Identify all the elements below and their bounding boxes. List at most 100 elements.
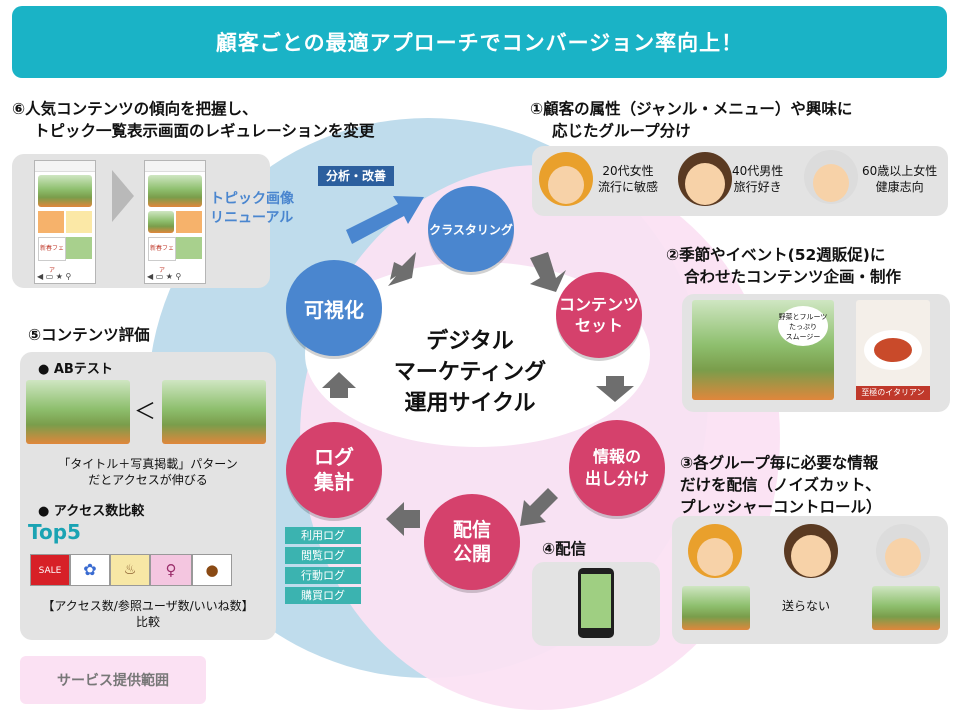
section1-heading-line2: 応じたグループ分け [552, 122, 691, 140]
node-content-set-label-1: コンテンツ [558, 295, 639, 314]
access-caption: 【アクセス数/参照ユーザ数/いいね数】 比較 [26, 598, 270, 630]
persona-woman-60s-text: 60歳以上女性 健康志向 [862, 163, 937, 195]
persona-man-40s-avatar [678, 152, 732, 206]
persona-woman-60s-avatar [804, 150, 858, 204]
persona3-line1: 60歳以上女性 [862, 164, 938, 178]
ab-caption-line1: 「タイトル＋写真掲載」パターン [58, 457, 238, 471]
persona-man-40s-text: 40代男性 旅行好き [732, 163, 783, 195]
node-content-set[interactable]: コンテンツセット [556, 272, 642, 358]
ab-caption: 「タイトル＋写真掲載」パターン だとアクセスが伸びる [26, 456, 270, 488]
arrow-distribution-to-log [386, 502, 420, 536]
arrow-clustering-to-content [530, 252, 566, 292]
node-info-split[interactable]: 情報の出し分け [569, 420, 665, 516]
section1-heading-line1: ①顧客の属性（ジャンル・メニュー）や興味に [530, 100, 853, 118]
persona2-line2: 旅行好き [733, 180, 782, 194]
cycle-center-title: デジタル マーケティング 運用サイクル [345, 326, 595, 419]
node-log-label-1: ログ [314, 445, 354, 469]
group-woman-60s-avatar [876, 524, 930, 578]
smoothie-label: 野菜とフルーツ たっぷり スムージー [778, 306, 828, 346]
no-send-label: 送らない [782, 599, 831, 613]
after-fair-label: 新春フェア [148, 237, 176, 274]
persona-woman-20s-avatar [539, 152, 593, 206]
log-tag-purchase: 購買ログ [285, 587, 361, 604]
section2-heading: ②季節やイベント(52週販促)に 合わせたコンテンツ企画・制作 [666, 244, 901, 288]
node-info-split-label-1: 情報の [592, 447, 641, 466]
node-log-label-2: 集計 [314, 470, 354, 494]
center-title-line3: 運用サイクル [404, 391, 536, 416]
italian-label: 至極のイタリアン [856, 386, 930, 400]
node-visualize-label: 可視化 [304, 297, 364, 322]
arrow-log-to-visualize [322, 372, 356, 398]
arrow-visualize-to-clustering [388, 252, 416, 286]
node-info-split-label-2: 出し分け [584, 469, 649, 488]
smoothie-label-line2: たっぷり [789, 323, 817, 331]
node-distribution-label-1: 配信 [452, 519, 491, 541]
node-visualize[interactable]: 可視化 [286, 260, 382, 356]
smoothie-photo: 野菜とフルーツ たっぷり スムージー [692, 300, 834, 400]
arrow-content-to-info [596, 376, 634, 402]
node-content-set-label-2: セット [574, 316, 623, 335]
top5-item-flower-icon: ✿ [70, 554, 110, 586]
group-woman-20s-avatar [688, 524, 742, 578]
service-scope-legend: サービス提供範囲 [20, 656, 206, 704]
center-title-line2: マーケティング [393, 360, 547, 385]
persona3-line2: 健康志向 [875, 180, 924, 194]
persona1-line1: 20代女性 [602, 164, 654, 178]
top5-label: Top5 [28, 520, 81, 544]
group3-content-thumb [872, 586, 940, 630]
node-distribution[interactable]: 配信公開 [424, 494, 520, 590]
title-banner: 顧客ごとの最適アプローチでコンバージョン率向上！ [12, 6, 947, 78]
before-fair-label: 新春フェア [38, 237, 66, 274]
ab-caption-line2: だとアクセスが伸びる [88, 473, 208, 487]
access-caption-line2: 比較 [135, 615, 160, 629]
renewal-label-line2: リニューアル [210, 210, 294, 226]
group-man-40s-avatar [784, 524, 838, 578]
section2-heading-line1: ②季節やイベント(52週販促)に [666, 246, 886, 264]
topic-list-after: 新春フェア ◀ ▭ ★ ⚲ [144, 160, 206, 284]
access-compare-title: ● アクセス数比較 [38, 504, 145, 519]
smoothie-label-line1: 野菜とフルーツ [778, 313, 828, 321]
center-title-line1: デジタル [426, 329, 514, 354]
before-after-chevron [112, 170, 134, 222]
ab-test-title: ● ABテスト [38, 362, 113, 377]
top5-item-dress-icon: ♀ [150, 554, 192, 586]
smoothie-label-line3: スムージー [785, 333, 821, 341]
section3-heading-line3: プレッシャーコントロール） [680, 498, 882, 516]
node-distribution-label-2: 公開 [452, 543, 491, 565]
access-caption-line1: 【アクセス数/参照ユーザ数/いいね数】 [42, 599, 254, 613]
log-tag-action: 行動ログ [285, 567, 361, 584]
ab-variant-b-photo [162, 380, 266, 444]
section4-heading: ④配信 [542, 540, 587, 558]
renewal-label: トピック画像 リニューアル [210, 190, 294, 228]
section3-heading: ③各グループ毎に必要な情報 だけを配信（ノイズカット、 プレッシャーコントロール… [680, 452, 882, 518]
analysis-improve-tag: 分析・改善 [318, 166, 394, 186]
log-tag-usage: 利用ログ [285, 527, 361, 544]
node-clustering-label: クラスタリング [429, 222, 513, 237]
persona2-line1: 40代男性 [732, 164, 784, 178]
section3-heading-line1: ③各グループ毎に必要な情報 [680, 454, 879, 472]
top5-item-cake-icon: ● [192, 554, 232, 586]
section6-heading-line1: ⑥人気コンテンツの傾向を把握し、 [12, 100, 258, 118]
top5-item-sale: SALE [30, 554, 70, 586]
ab-compare-symbol: ＜ [134, 400, 157, 425]
group1-content-thumb [682, 586, 750, 630]
topic-list-before: 新春フェア ◀ ▭ ★ ⚲ [34, 160, 96, 284]
section1-heading: ①顧客の属性（ジャンル・メニュー）や興味に 応じたグループ分け [530, 98, 852, 142]
arrow-analysis-improve [346, 196, 424, 244]
section6-heading-line2: トピック一覧表示画面のレギュレーションを変更 [34, 122, 375, 140]
ab-variant-a-photo [26, 380, 130, 444]
renewal-label-line1: トピック画像 [210, 191, 294, 207]
persona-woman-20s-text: 20代女性 流行に敏感 [598, 163, 658, 195]
italian-photo: 至極のイタリアン [856, 300, 930, 400]
node-log-aggregation[interactable]: ログ集計 [286, 422, 382, 518]
section2-heading-line2: 合わせたコンテンツ企画・制作 [684, 268, 902, 286]
top5-item-dish-icon: ♨ [110, 554, 150, 586]
persona1-line2: 流行に敏感 [598, 180, 659, 194]
section3-heading-line2: だけを配信（ノイズカット、 [680, 476, 881, 494]
smartphone-icon [578, 568, 614, 638]
arrow-info-to-distribution [520, 488, 558, 526]
section1-panel [532, 146, 948, 216]
node-clustering[interactable]: クラスタリング [428, 186, 514, 272]
log-tag-view: 閲覧ログ [285, 547, 361, 564]
